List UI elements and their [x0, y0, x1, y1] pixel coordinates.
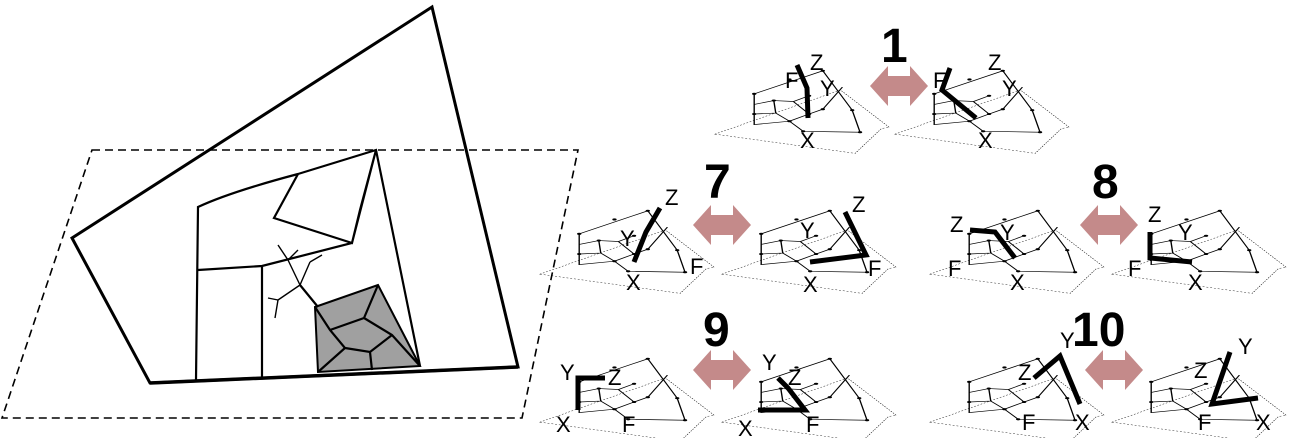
label-y: Y — [800, 218, 815, 243]
panel-number: 10 — [1072, 304, 1125, 357]
label-y: Y — [1000, 220, 1015, 245]
label-x: X — [738, 416, 753, 438]
label-z: Z — [788, 365, 801, 390]
label-y: Y — [560, 360, 575, 385]
panel-8: 8 Z Y F X Z Y F X — [930, 156, 1286, 295]
label-f: F — [933, 68, 946, 93]
label-z: Z — [1018, 360, 1031, 385]
highlight-edge-swapped — [1212, 352, 1258, 404]
label-x: X — [1010, 270, 1025, 295]
label-f: F — [1022, 410, 1035, 435]
highlight-edge — [797, 65, 808, 118]
label-z: Z — [665, 185, 678, 210]
label-x: X — [978, 128, 993, 153]
branch-sprout — [268, 245, 322, 318]
label-f: F — [1198, 410, 1211, 435]
label-y: Y — [820, 76, 835, 101]
label-z: Z — [852, 192, 865, 217]
label-y: Y — [1238, 334, 1253, 359]
label-x: X — [1075, 410, 1090, 435]
swap-arrow-icon — [1080, 205, 1138, 245]
label-x: X — [800, 128, 815, 153]
panel-1: 1 F Z Y X F Z Y X — [715, 20, 1069, 153]
label-z: Z — [810, 50, 823, 75]
label-z: Z — [1194, 358, 1207, 383]
highlight-edge — [578, 378, 605, 410]
panel-10: 10 Y Z F X Y Z F X — [930, 304, 1286, 438]
main-graph — [2, 7, 578, 418]
label-y: Y — [620, 226, 635, 251]
label-x: X — [556, 412, 571, 437]
label-y: Y — [1060, 328, 1075, 353]
panel-9: 9 Y Z X F Y Z X F — [540, 304, 896, 438]
label-z: Z — [1148, 202, 1161, 227]
label-f: F — [785, 68, 798, 93]
label-x: X — [1256, 410, 1271, 435]
label-f: F — [806, 412, 819, 437]
swap-arrow-icon — [693, 205, 751, 245]
label-y: Y — [762, 350, 777, 375]
highlight-edge-swapped — [810, 212, 866, 262]
panel-number: 7 — [704, 156, 731, 209]
panel-number: 1 — [881, 20, 908, 73]
panel-number: 9 — [703, 304, 730, 357]
panel-number: 8 — [1092, 156, 1119, 209]
label-x: X — [803, 272, 818, 297]
label-f: F — [1128, 256, 1141, 281]
highlight-edge-swapped — [942, 68, 976, 118]
panel-7: 7 Z Y X F Z Y X F — [540, 156, 896, 297]
outer-face — [72, 7, 518, 383]
label-z: Z — [608, 365, 621, 390]
label-f: F — [948, 256, 961, 281]
label-f: F — [690, 254, 703, 279]
label-z: Z — [950, 212, 963, 237]
label-z: Z — [988, 50, 1001, 75]
label-f: F — [868, 256, 881, 281]
label-x: X — [626, 270, 641, 295]
label-y: Y — [1002, 76, 1017, 101]
label-x: X — [1188, 270, 1203, 295]
label-f: F — [622, 412, 635, 437]
highlight-edge — [634, 208, 660, 262]
shaded-region — [315, 285, 420, 372]
label-y: Y — [1178, 220, 1193, 245]
